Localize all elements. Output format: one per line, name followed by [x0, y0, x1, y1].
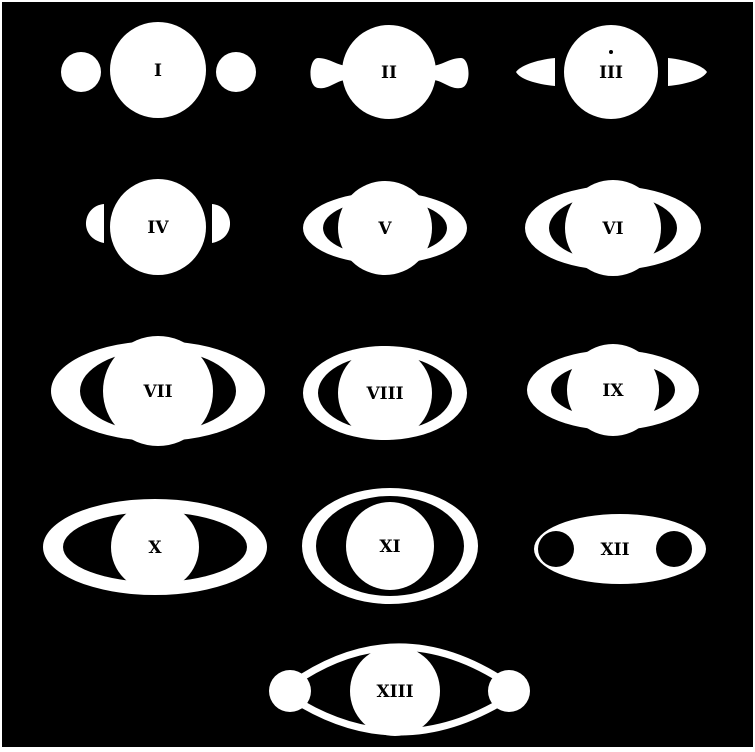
panel-viii: VIII: [303, 346, 467, 440]
panel-label: VIII: [365, 384, 403, 404]
panel-label: VI: [601, 219, 623, 239]
panel-label: V: [377, 219, 392, 239]
right-dark-hole: [656, 531, 692, 567]
left-satellite: [269, 670, 311, 712]
left-dark-hole: [538, 531, 574, 567]
right-satellite: [488, 670, 530, 712]
panel-label: IX: [602, 381, 624, 401]
right-satellite: [216, 52, 256, 92]
panel-xii: XII: [534, 514, 706, 584]
panel-label: III: [599, 63, 623, 83]
panel-label: I: [154, 61, 162, 81]
left-satellite: [61, 52, 101, 92]
panel-label: II: [381, 63, 397, 83]
panel-label: XII: [600, 540, 629, 560]
panel-label: XI: [379, 537, 400, 557]
panel-x: X: [43, 499, 267, 595]
speck: [609, 50, 613, 54]
panel-xi: XI: [302, 488, 478, 604]
panel-label: XIII: [376, 682, 413, 702]
panel-label: X: [148, 538, 162, 558]
panel-label: VII: [142, 382, 172, 402]
panel-label: IV: [147, 218, 169, 238]
